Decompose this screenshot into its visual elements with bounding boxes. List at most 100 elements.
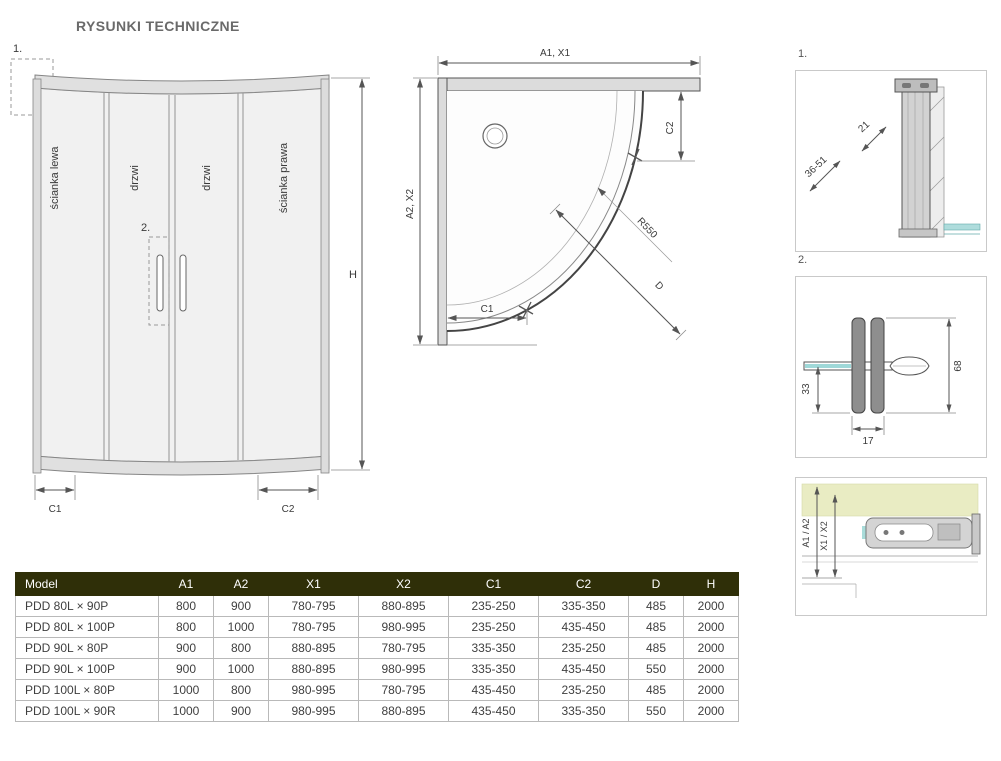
detail2-callout-box [148,236,170,326]
right-frame-profile [320,78,330,474]
detail-3-dimensions: A1 / A2 X1 / X2 [801,486,838,578]
table-header-row: Model A1 A2 X1 X2 C1 C2 D H [15,572,739,596]
dim-17-label: 17 [862,436,874,447]
door-handle-right [179,254,187,312]
value-cell: 780-795 [268,595,359,617]
dimension-c2: C2 [257,475,319,515]
dim-36-51-label: 36-51 [803,154,830,180]
value-cell: 235-250 [448,616,539,638]
value-cell: 435-450 [538,658,629,680]
wall-section [929,86,945,238]
wall-profile [901,86,931,238]
model-cell: PDD 90L × 100P [15,658,159,680]
page-title: RYSUNKI TECHNICZNE [76,18,240,34]
value-cell: 980-995 [268,679,359,701]
detail-1-drawing: 21 36-51 [803,78,981,238]
door-stop-top [627,148,643,166]
value-cell: 2000 [683,658,739,680]
value-cell: 1000 [158,679,214,701]
panel-dividers [103,93,244,462]
panel-labels: ścianka lewa drzwi drzwi ścianka prawa [49,142,290,213]
profile-band-yellow [801,483,979,517]
value-cell: 335-350 [448,658,539,680]
dimension-c2-top: C2 [637,91,695,162]
column-header-c1: C1 [448,572,539,596]
value-cell: 780-795 [358,679,449,701]
model-cell: PDD 100L × 90R [15,700,159,722]
a2x2-label: A2, X2 [405,189,416,219]
value-cell: 435-450 [448,700,539,722]
value-cell: 980-995 [358,658,449,680]
profile-cap [894,78,938,93]
value-cell: 780-795 [268,616,359,638]
value-cell: 880-895 [268,637,359,659]
column-header-d: D [628,572,684,596]
top-wall [437,77,701,92]
value-cell: 880-895 [268,658,359,680]
value-cell: 485 [628,637,684,659]
detail-2-drawing: 68 33 17 [801,317,964,447]
value-cell: 1000 [213,616,269,638]
value-cell: 800 [213,679,269,701]
value-cell: 800 [213,637,269,659]
profile-edge-lines [802,555,978,598]
value-cell: 880-895 [358,595,449,617]
model-cell: PDD 100L × 80P [15,679,159,701]
value-cell: 2000 [683,637,739,659]
dimension-a1-x1: A1, X1 [437,48,701,75]
value-cell: 235-250 [538,679,629,701]
c1-top-label: C1 [481,304,494,315]
detail-3-drawing: A1 / A2 X1 / X2 [801,483,981,598]
c1-label: C1 [49,504,62,515]
model-cell: PDD 80L × 100P [15,616,159,638]
c2-top-label: C2 [665,121,676,134]
glass-section [943,223,981,231]
value-cell: 2000 [683,595,739,617]
cap-slot-2 [920,83,929,88]
value-cell: 900 [158,658,214,680]
dimension-36-51: 36-51 [803,154,841,192]
column-header-model: Model [15,572,159,596]
column-header-c2: C2 [538,572,629,596]
value-cell: 900 [158,637,214,659]
left-frame-profile [32,78,42,474]
value-cell: 435-450 [538,616,629,638]
panel-label-door-2: drzwi [201,165,213,191]
detail-1-box: 21 36-51 [795,70,987,252]
table-row: PDD 80L × 100P 800 1000 780-795 980-995 … [15,616,739,638]
dimension-17: 17 [851,416,885,447]
value-cell: 900 [213,595,269,617]
a1x1-label: A1, X1 [540,48,570,59]
a1-a2-label: A1 / A2 [801,518,811,547]
dimension-a2-x2: A2, X2 [405,77,437,346]
value-cell: 335-350 [538,595,629,617]
value-cell: 980-995 [358,616,449,638]
column-header-a2: A2 [213,572,269,596]
dim-68-label: 68 [953,360,964,372]
dimension-21: 21 [856,119,887,152]
value-cell: 980-995 [268,700,359,722]
profile-foot [898,228,938,238]
profile-lines [907,87,924,237]
value-cell: 2000 [683,700,739,722]
dimensions-table: Model A1 A2 X1 X2 C1 C2 D H PDD 80L × 90… [15,572,739,722]
roller-carriage [865,517,973,549]
tray-area [447,91,643,331]
model-cell: PDD 90L × 80P [15,637,159,659]
h-label: H [349,269,357,281]
detail-2-marker: 2. [798,254,808,266]
top-rail [34,74,330,95]
dimension-68: 68 [886,317,964,414]
panel-label-door-1: drzwi [129,165,141,191]
c2-label: C2 [282,504,295,515]
value-cell: 1000 [158,700,214,722]
value-cell: 485 [628,595,684,617]
value-cell: 550 [628,658,684,680]
value-cell: 2000 [683,616,739,638]
x1-x2-label: X1 / X2 [819,521,829,551]
left-wall [437,77,448,346]
value-cell: 780-795 [358,637,449,659]
detail-1-marker: 1. [798,48,808,60]
value-cell: 335-350 [538,700,629,722]
end-bracket [971,513,981,555]
